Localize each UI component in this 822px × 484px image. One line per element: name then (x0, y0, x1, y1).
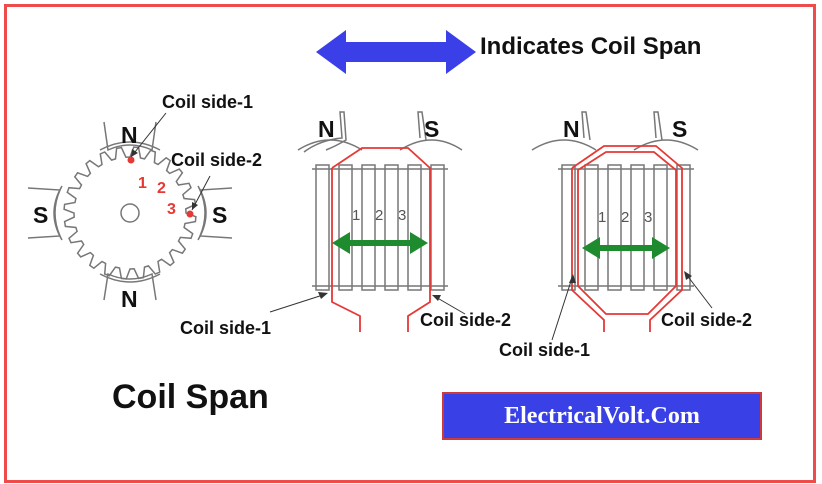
span-arrow (332, 232, 428, 254)
armature-slot (630, 164, 645, 291)
brand-banner: ElectricalVolt.Com (442, 392, 762, 440)
wave-winding-diagram (531, 111, 713, 341)
legend-label: Indicates Coil Span (480, 33, 702, 60)
lap-winding-diagram (269, 111, 466, 332)
armature-slot (607, 164, 622, 291)
coil-side-1-label: Coil side-1 (499, 340, 591, 360)
leader-coil-side-1 (130, 112, 167, 158)
leader-coil-side-2 (433, 295, 466, 315)
span-arrow (582, 237, 670, 259)
slot-number: 1 (598, 209, 607, 226)
leader-arrowhead (432, 295, 441, 301)
armature-slot (407, 164, 422, 291)
leader-arrowhead (318, 292, 328, 299)
pole-shoe-top (99, 121, 161, 152)
coil-side-1-label: Coil side-1 (180, 318, 272, 338)
leader-arrowhead (192, 202, 198, 210)
leader-arrowhead (684, 271, 692, 280)
slot-number: 3 (644, 209, 653, 226)
leader-arrowhead (569, 274, 576, 283)
pole-label-top: N (121, 122, 138, 148)
leader-coil-side-1 (269, 293, 327, 313)
leader-coil-side-2 (685, 273, 713, 309)
pole-label-s: S (424, 116, 440, 142)
armature-slot (676, 164, 691, 291)
rotor-shaft (120, 203, 140, 223)
armature-slot (653, 164, 668, 291)
armature-slot (584, 164, 599, 291)
armature-slot (430, 164, 445, 291)
armature-slot (315, 164, 330, 291)
armature-slots (558, 164, 694, 291)
coil-side-2-label: Coil side-2 (171, 150, 263, 170)
legend-double-arrow (316, 30, 476, 74)
pole-label-bottom: N (121, 286, 138, 312)
coil-side-2-dot (186, 210, 194, 218)
slot-number: 2 (375, 207, 384, 224)
frame-border (4, 4, 816, 483)
leader-arrowhead (131, 149, 138, 157)
slot-number: 2 (157, 180, 166, 197)
slot-number: 3 (167, 201, 176, 218)
pole-label-left: S (33, 202, 49, 228)
slot-number: 1 (352, 207, 361, 224)
armature-slots (312, 164, 448, 291)
slot-number: 3 (398, 207, 407, 224)
slot-number: 1 (138, 175, 147, 192)
pole-label-s: S (672, 116, 688, 142)
pole-shoe-n (297, 111, 363, 153)
rotor-diagram (27, 112, 233, 301)
pole-label-right: S (212, 202, 228, 228)
page-title: Coil Span (112, 378, 269, 416)
armature-slot (338, 164, 353, 291)
leader-coil-side-1 (551, 277, 573, 341)
coil-side-2-label: Coil side-2 (420, 310, 512, 330)
pole-label-n: N (318, 116, 335, 142)
pole-shoe-s (399, 111, 463, 151)
pole-shoe-right (197, 185, 233, 241)
pole-shoe-left (27, 185, 63, 241)
coil-side-1-dot (127, 156, 135, 164)
coil-loop (577, 151, 677, 315)
coil-side-2-label: Coil side-2 (661, 310, 753, 330)
coil-loop (331, 147, 431, 332)
armature-slot (561, 164, 576, 291)
slot-number: 2 (621, 209, 630, 226)
armature-slot (361, 164, 376, 291)
pole-shoe-n (531, 111, 597, 151)
pole-shoe-bottom (99, 272, 161, 301)
coil-loop (571, 145, 683, 332)
brand-text: ElectricalVolt.Com (504, 402, 700, 429)
armature-slot (384, 164, 399, 291)
coil-side-1-label: Coil side-1 (162, 92, 254, 112)
pole-shoe-s (633, 111, 699, 151)
pole-label-n: N (563, 116, 580, 142)
rotor-gear (63, 146, 197, 280)
